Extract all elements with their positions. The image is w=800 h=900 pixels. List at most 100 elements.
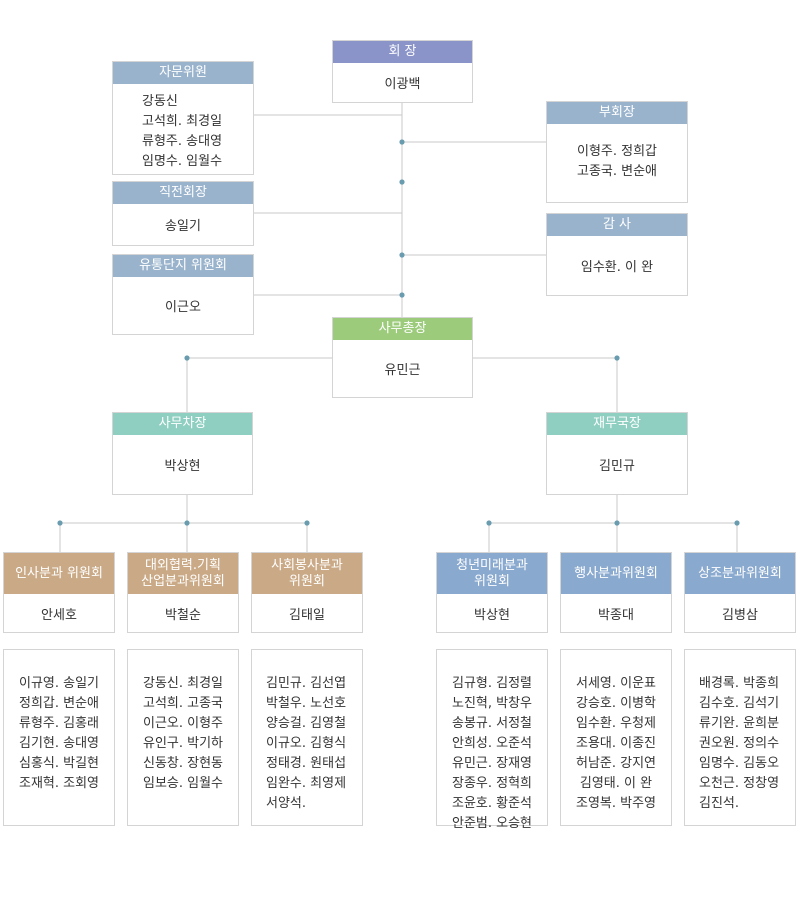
member-pair: 양승걸. 김영철 (266, 716, 347, 731)
member-pair: 노진혁, 박창우 (451, 696, 533, 711)
advisor-member: 류형주. 송대영 (142, 134, 223, 149)
connector-dot (734, 520, 740, 526)
connector-dot (614, 355, 620, 361)
connector-dot (399, 252, 405, 258)
member-pair: 임수환. 우청제 (575, 716, 657, 731)
committee-youth-box: 청년미래분과 위원회 박상현 (436, 552, 548, 633)
member-pair: 이규오. 김형식 (266, 736, 347, 751)
connector-dot (304, 520, 310, 526)
member-pair: 류기완. 윤희분 (699, 716, 780, 731)
deputy-secretary-box: 사무차장 박상현 (112, 412, 253, 495)
distribution-committee-box: 유통단지 위원회 이근오 (112, 254, 254, 335)
former-president-name: 송일기 (165, 219, 201, 234)
member-pair: 임보승. 임월수 (142, 776, 224, 791)
committee-youth-chair: 박상현 (474, 607, 510, 623)
member-list: 이규영. 송일기 정희갑. 변순애 류형주. 김홍래 김기현. 송대영 심홍식.… (4, 674, 114, 794)
committee-mutual-aid-members: 배경록. 박종희 김수호. 김석기 류기완. 윤희분 권오원. 정의수 임명수.… (684, 649, 796, 826)
member-pair: 이규영. 송일기 (18, 676, 100, 691)
president-box: 회 장 이광백 (332, 40, 473, 103)
vice-president-member: 이형주. 정희갑 (576, 144, 658, 159)
vice-presidents-title: 부회장 (547, 102, 687, 124)
member-pair: 심홍식. 박길현 (18, 756, 100, 771)
committee-service-box: 사회봉사분과 위원회 김태일 (251, 552, 363, 633)
member-pair: 박철우. 노선호 (266, 696, 347, 711)
auditors-title: 감 사 (547, 214, 687, 236)
member-pair: 유민근. 장재영 (451, 756, 533, 771)
member-pair: 김영태. 이 완 (579, 776, 653, 791)
member-pair: 허남준. 강지연 (575, 756, 657, 771)
member-list: 김규형. 김정렬 노진혁, 박창우 송봉규. 서정철 안희성. 오준석 유민근.… (437, 674, 547, 834)
committee-youth-members: 김규형. 김정렬 노진혁, 박창우 송봉규. 서정철 안희성. 오준석 유민근.… (436, 649, 548, 831)
committee-mutual-aid-title: 상조분과위원회 (685, 553, 795, 594)
member-pair: 안준범. 오승현 (451, 816, 533, 831)
member-pair: 조윤호. 황준석 (451, 796, 533, 811)
auditors-name: 임수환. 이 완 (580, 260, 654, 275)
committee-events-title: 행사분과위원회 (561, 553, 671, 594)
committee-external-box: 대외협력.기획 산업분과위원회 박철순 (127, 552, 239, 633)
deputy-secretary-name: 박상현 (164, 459, 201, 474)
member-list: 김민규. 김선엽 박철우. 노선호 양승걸. 김영철 이규오. 김형식 정태경.… (266, 674, 362, 814)
connector-dot (399, 179, 405, 185)
committee-youth-title: 청년미래분과 위원회 (437, 553, 547, 594)
secretary-general-title: 사무총장 (333, 318, 472, 340)
advisors-list: 강동신 고석희. 최경일 류형주. 송대영 임명수. 임월수 (142, 92, 222, 172)
distribution-committee-title: 유통단지 위원회 (113, 255, 253, 277)
member-pair: 송봉규. 서정철 (451, 716, 533, 731)
committee-events-chair: 박종대 (598, 607, 634, 623)
distribution-committee-name: 이근오 (165, 300, 201, 315)
finance-director-box: 재무국장 김민규 (546, 412, 688, 495)
member-pair: 장종우. 정혁희 (451, 776, 533, 791)
committee-hr-chair: 안세호 (41, 607, 77, 623)
president-name: 이광백 (384, 77, 421, 92)
committee-hr-members: 이규영. 송일기 정희갑. 변순애 류형주. 김홍래 김기현. 송대영 심홍식.… (3, 649, 115, 826)
advisor-member: 강동신 (142, 94, 178, 109)
member-pair: 서양석. (266, 796, 307, 811)
deputy-secretary-title: 사무차장 (113, 413, 252, 435)
member-pair: 서세영. 이운표 (575, 676, 657, 691)
vice-presidents-list: 이형주. 정희갑 고종국. 변순애 (547, 142, 687, 182)
committee-mutual-aid-box: 상조분과위원회 김병삼 (684, 552, 796, 633)
connector-dot (399, 292, 405, 298)
committee-hr-box: 인사분과 위원회 안세호 (3, 552, 115, 633)
former-president-box: 직전회장 송일기 (112, 181, 254, 246)
president-title: 회 장 (333, 41, 472, 63)
committee-external-members: 강동신. 최경일 고석희. 고종국 이근오. 이형주 유인구. 박기하 신동창.… (127, 649, 239, 826)
member-pair: 강승호. 이병학 (575, 696, 657, 711)
member-list: 강동신. 최경일 고석희. 고종국 이근오. 이형주 유인구. 박기하 신동창.… (128, 674, 238, 794)
advisor-member: 고석희. 최경일 (142, 114, 223, 129)
member-pair: 김기현. 송대영 (18, 736, 100, 751)
advisor-member: 임명수. 임월수 (142, 154, 223, 169)
member-pair: 조용대. 이종진 (575, 736, 657, 751)
connector-dot (614, 520, 620, 526)
committee-events-members: 서세영. 이운표 강승호. 이병학 임수환. 우청제 조용대. 이종진 허남준.… (560, 649, 672, 826)
committee-external-chair: 박철순 (165, 607, 201, 623)
member-pair: 김진석. (699, 796, 740, 811)
committee-hr-title: 인사분과 위원회 (4, 553, 114, 594)
connector-dot (399, 139, 405, 145)
member-pair: 김민규. 김선엽 (266, 676, 347, 691)
former-president-title: 직전회장 (113, 182, 253, 204)
member-pair: 정태경. 원태섭 (266, 756, 347, 771)
member-list: 서세영. 이운표 강승호. 이병학 임수환. 우청제 조용대. 이종진 허남준.… (561, 674, 671, 814)
advisors-box: 자문위원 강동신 고석희. 최경일 류형주. 송대영 임명수. 임월수 (112, 61, 254, 175)
member-pair: 안희성. 오준석 (451, 736, 533, 751)
connector-dot (184, 520, 190, 526)
member-pair: 유인구. 박기하 (142, 736, 224, 751)
member-pair: 오천근. 정창영 (699, 776, 780, 791)
member-pair: 이근오. 이형주 (142, 716, 224, 731)
committee-mutual-aid-chair: 김병삼 (722, 607, 758, 623)
connector-dot (57, 520, 63, 526)
member-pair: 임완수. 최영제 (266, 776, 347, 791)
member-pair: 조재혁. 조회영 (18, 776, 100, 791)
member-pair: 신동창. 장현동 (142, 756, 224, 771)
committee-events-box: 행사분과위원회 박종대 (560, 552, 672, 633)
secretary-general-box: 사무총장 유민근 (332, 317, 473, 398)
finance-director-name: 김민규 (599, 459, 635, 474)
connector-dot (184, 355, 190, 361)
auditors-box: 감 사 임수환. 이 완 (546, 213, 688, 296)
member-pair: 배경록. 박종희 (699, 676, 780, 691)
member-pair: 김규형. 김정렬 (451, 676, 533, 691)
committee-service-members: 김민규. 김선엽 박철우. 노선호 양승걸. 김영철 이규오. 김형식 정태경.… (251, 649, 363, 826)
advisors-title: 자문위원 (113, 62, 253, 84)
